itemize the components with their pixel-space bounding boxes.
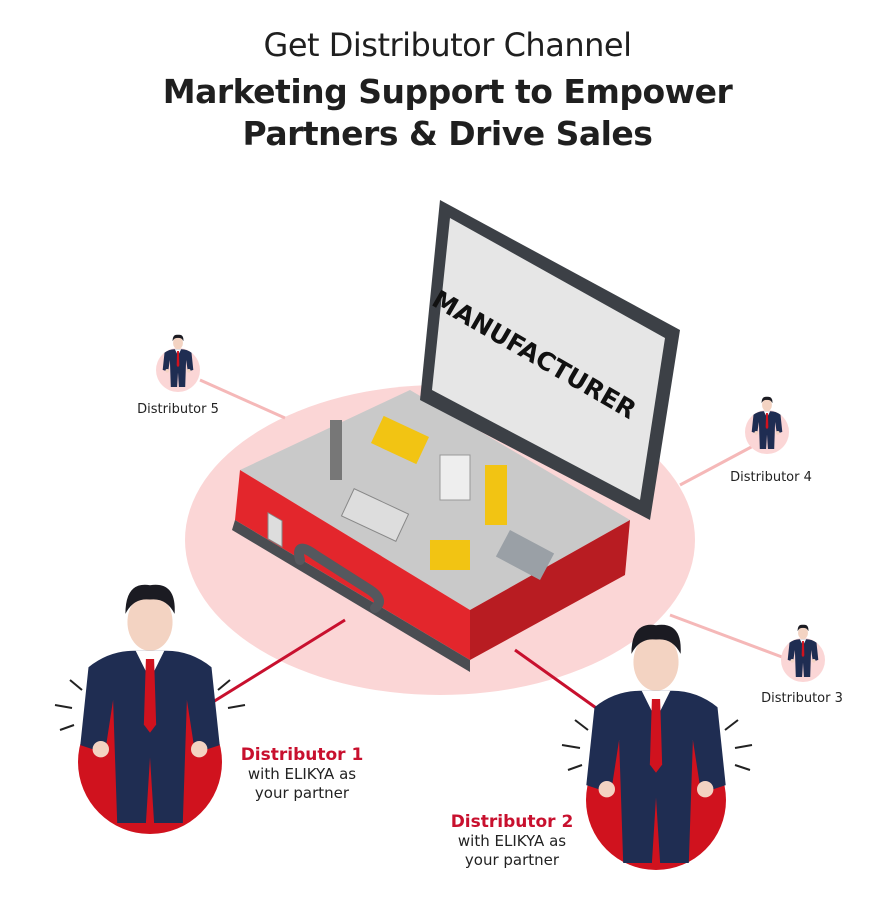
distributor-1-name: Distributor 1 [240,745,364,765]
connector-d5 [199,378,286,420]
distributor-1-caption: Distributor 1 with ELIKYA as your partne… [212,745,392,803]
distributor-2-subtitle-2: your partner [464,851,560,869]
distributor-1-subtitle-1: with ELIKYA as [247,765,357,783]
distributor-3-figure [781,624,825,682]
distributor-2-subtitle-1: with ELIKYA as [457,832,567,850]
distributor-2-caption: Distributor 2 with ELIKYA as your partne… [422,812,602,870]
distributor-3-label: Distributor 3 [761,691,843,706]
distributor-1-subtitle-2: your partner [254,784,350,802]
distributor-1-figure [54,584,246,834]
suitcase-lid: MANUFACTURER [420,200,680,520]
distributor-2-figure [561,624,753,870]
distributor-5-figure [156,334,200,392]
connector-d1 [199,618,346,712]
title-line-2: Marketing Support to Empower [162,72,733,111]
distributor-5-label: Distributor 5 [137,402,219,417]
connector-d3 [669,613,791,662]
title-line-3: Partners & Drive Sales [242,114,653,153]
distributor-2-name: Distributor 2 [450,812,574,832]
distributor-4-label: Distributor 4 [730,470,812,485]
distributor-4-figure [745,396,789,454]
title-line-1: Get Distributor Channel [263,26,632,64]
suitcase [232,390,630,672]
connector-d4 [679,443,756,487]
